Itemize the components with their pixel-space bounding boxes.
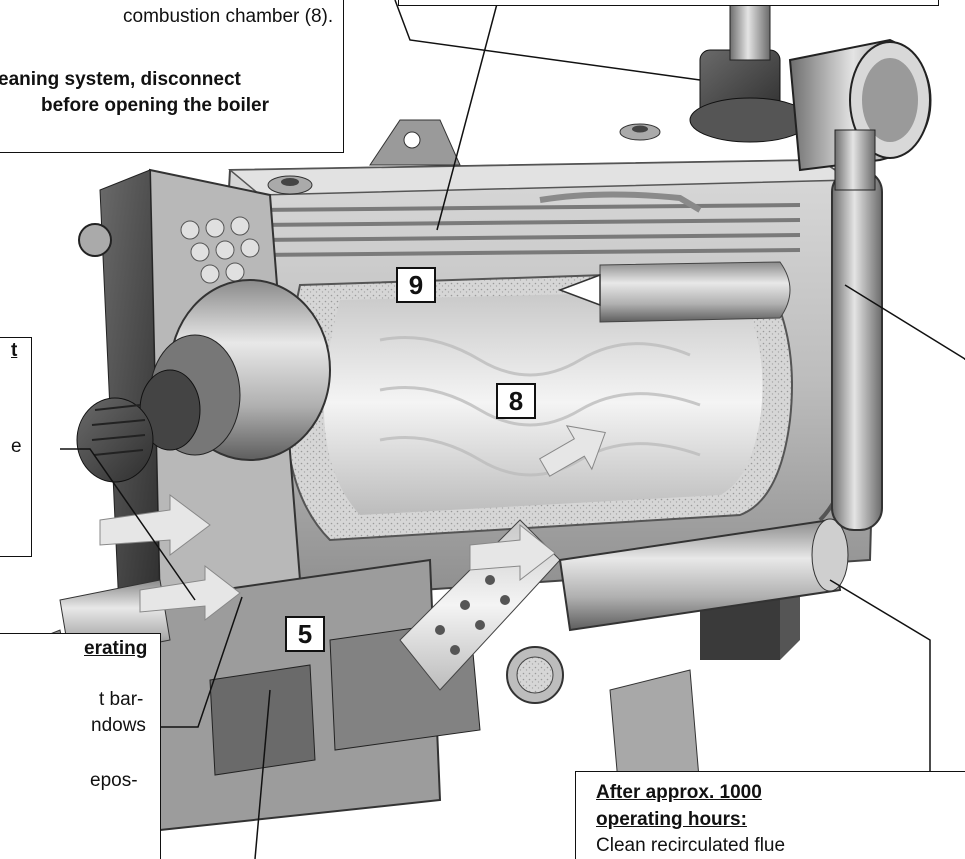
note-box-cleaning: combustion chamber (8). eaning system, d… xyxy=(0,0,344,153)
note-bottom-left-line1: t bar- xyxy=(99,689,144,710)
callout-5: 5 xyxy=(285,616,325,652)
leader-lines xyxy=(60,0,965,859)
callout-8: 8 xyxy=(496,383,536,419)
note-recirc-line1: Clean recirculated flue xyxy=(596,835,786,856)
note-line-chamber: combustion chamber (8). xyxy=(123,6,334,27)
combustion-chamber xyxy=(284,261,793,542)
flue-recirculation-pipe xyxy=(558,169,883,632)
flue-gas-outlet xyxy=(689,0,932,191)
note-box-top-right xyxy=(398,0,939,6)
note-recirc-heading1: After approx. 1000 xyxy=(596,782,762,803)
note-line-disconnect: eaning system, disconnect xyxy=(0,69,241,90)
note-box-bottom-left: erating t bar- ndows epos- xyxy=(0,633,161,859)
boiler-front-door xyxy=(76,168,331,631)
callout-9: 9 xyxy=(396,267,436,303)
note-line-opening: before opening the boiler xyxy=(41,95,270,116)
note-bottom-left-line3: epos- xyxy=(90,770,138,791)
note-recirc-heading2: operating hours: xyxy=(596,809,747,830)
note-left-heading: t xyxy=(11,340,18,361)
note-box-left: t e xyxy=(0,337,32,557)
note-left-line: e xyxy=(11,436,22,457)
note-box-recirculation: After approx. 1000 operating hours: Clea… xyxy=(575,771,965,859)
note-bottom-left-line2: ndows xyxy=(91,715,146,736)
note-bottom-left-heading: erating xyxy=(84,638,148,659)
